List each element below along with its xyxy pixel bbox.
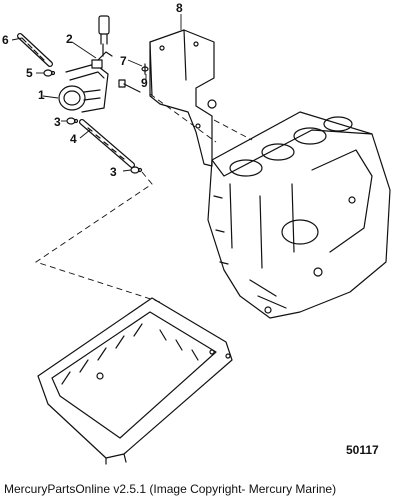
clamp-part-5 xyxy=(43,69,56,77)
clamp-part-3-upper xyxy=(66,117,79,125)
oil-pan xyxy=(37,297,233,465)
screw-part-7 xyxy=(118,79,141,93)
engine-block xyxy=(207,111,391,319)
sensor-part-2 xyxy=(98,15,110,57)
callout-9: 9 xyxy=(141,76,148,90)
leader-lines xyxy=(11,14,182,172)
housing-part-1 xyxy=(58,51,113,113)
copyright-footer: MercuryPartsOnline v2.5.1 (Image Copyrig… xyxy=(4,482,337,496)
callout-7: 7 xyxy=(120,54,127,68)
callout-8: 8 xyxy=(176,1,183,15)
figure-number: 50117 xyxy=(346,443,379,457)
bracket-part-8 xyxy=(149,29,217,167)
callout-2: 2 xyxy=(66,32,73,46)
washer-part-9 xyxy=(141,63,149,75)
assembly-lines xyxy=(34,93,253,303)
callout-5: 5 xyxy=(26,66,33,80)
hose-part-4 xyxy=(79,119,135,168)
callout-4: 4 xyxy=(70,132,77,146)
callout-6: 6 xyxy=(2,33,9,47)
hose-part-6 xyxy=(17,33,53,67)
callout-3-lower: 3 xyxy=(110,165,117,179)
callout-3-upper: 3 xyxy=(54,115,61,129)
callout-1: 1 xyxy=(38,88,45,102)
